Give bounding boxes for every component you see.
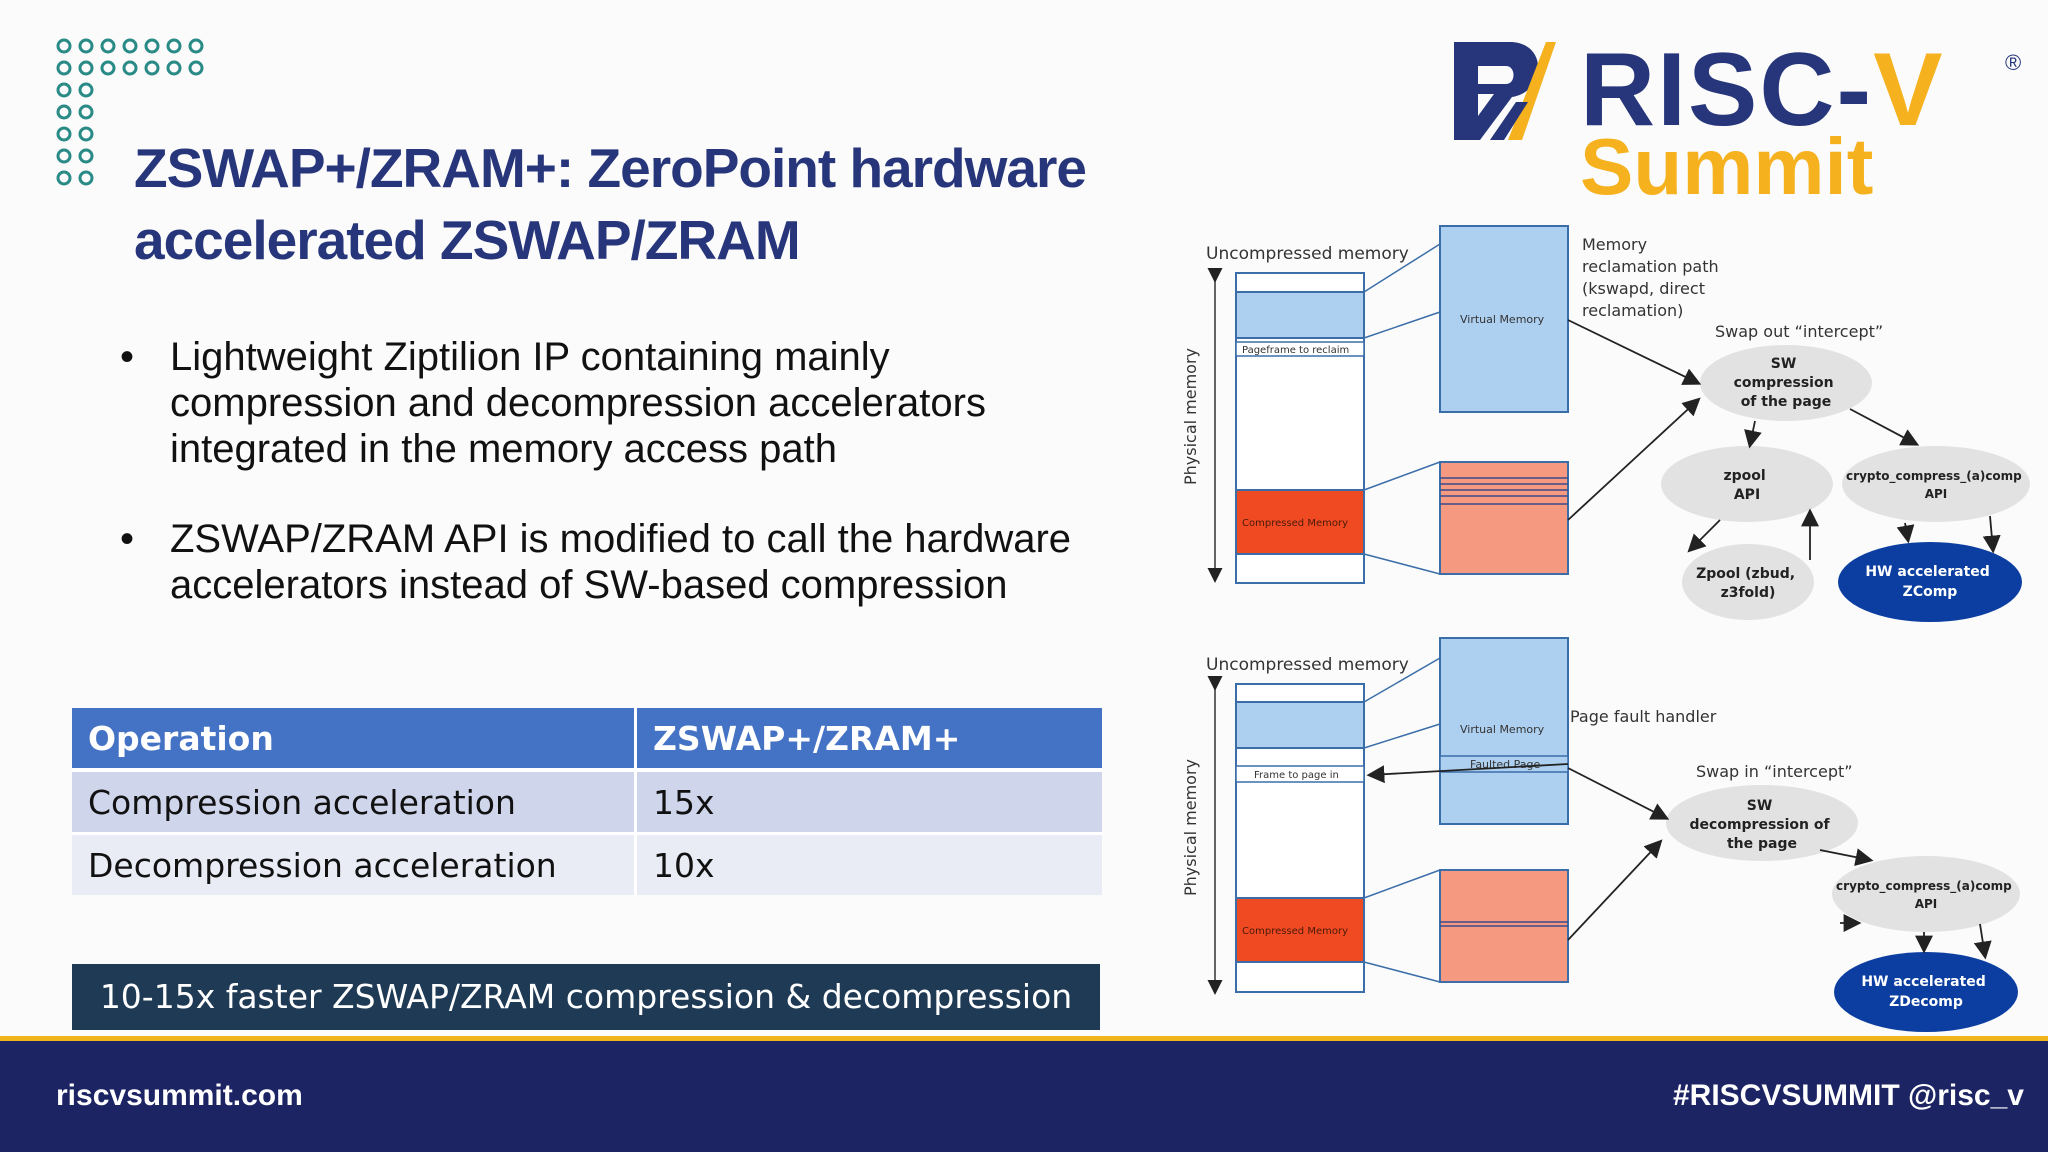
bottom-compressed-block (1235, 897, 1365, 963)
page-title: ZSWAP+/ZRAM+: ZeroPoint hardware acceler… (134, 132, 1114, 276)
top-connectors (1363, 243, 1441, 575)
top-hw-zcomp-node (1838, 542, 2022, 622)
top-virtual-memory (1439, 225, 1569, 413)
footer-bar: riscvsummit.com #RISCVSUMMIT @risc_v (0, 1036, 2048, 1152)
top-physical-label: Physical memory (1181, 348, 1200, 485)
top-crypto-api-text: crypto_compress_(a)comp API (1846, 469, 2026, 501)
bottom-compressed-label: Compressed Memory (1242, 926, 1348, 937)
top-zpool-api-node (1661, 446, 1833, 522)
top-page-block (1235, 291, 1365, 339)
bottom-compressed-lines (1440, 921, 1568, 927)
top-zpool-api-text: zpool API (1723, 468, 1770, 503)
bottom-crypto-api-text: crypto_compress_(a)comp API (1836, 879, 2016, 911)
bottom-fault-handler-label: Page fault handler (1570, 707, 1717, 726)
top-zpool-impl-node (1682, 544, 1814, 620)
dot-grid-logo (56, 38, 204, 186)
top-crypto-api-node (1842, 446, 2030, 522)
logo-v-text: V (1873, 32, 1945, 148)
top-compressed-label: Compressed Memory (1242, 518, 1348, 529)
logo-registered-mark: ® (2005, 50, 2022, 75)
bottom-page-block (1235, 701, 1365, 749)
bottom-virtual-label: Virtual Memory (1460, 723, 1545, 736)
top-uncompressed-label: Uncompressed memory (1206, 244, 1409, 264)
table-header-row: Operation ZSWAP+/ZRAM+ (72, 708, 1102, 772)
bottom-arrows (1366, 763, 1992, 960)
bullet-text: Lightweight Ziptilion IP containing main… (170, 335, 986, 471)
top-virtual-label: Virtual Memory (1460, 313, 1545, 326)
table-header-cell: Operation (72, 708, 637, 772)
top-sw-node-text: SW compression of the page (1734, 356, 1839, 410)
title-line-2: accelerated ZSWAP/ZRAM (134, 209, 801, 271)
top-reclaim-label: Memory reclamation path (kswapd, direct … (1582, 235, 1724, 320)
bottom-sw-node-text: SW decompression of the page (1690, 798, 1835, 852)
top-compressed-block (1235, 489, 1365, 555)
top-pageframe-block (1235, 341, 1365, 357)
top-hw-zcomp-text: HW accelerated ZComp (1865, 564, 1994, 600)
table-row: Decompression acceleration 10x (72, 835, 1102, 895)
bottom-hw-zdecomp-node (1834, 952, 2018, 1032)
table-cell: Decompression acceleration (72, 835, 637, 895)
table-header-cell: ZSWAP+/ZRAM+ (637, 708, 1102, 772)
table-cell: 15x (637, 772, 1102, 835)
table-row: Compression acceleration 15x (72, 772, 1102, 835)
bullet-glyph: • (120, 335, 135, 379)
top-pageframe-label: Pageframe to reclaim (1242, 345, 1349, 356)
bullet-item: • ZSWAP/ZRAM API is modified to call the … (120, 516, 1080, 608)
bottom-sw-node (1666, 785, 1858, 861)
riscv-summit-logo: RISC-V ® Summit (1450, 30, 2040, 211)
bullet-glyph: • (120, 517, 135, 561)
bottom-crypto-api-node (1832, 856, 2020, 932)
bottom-virtual-memory (1439, 637, 1569, 825)
footer-website: riscvsummit.com (56, 1079, 303, 1112)
bottom-physical-label: Physical memory (1181, 759, 1200, 896)
top-compressed-lines (1440, 477, 1568, 505)
title-line-1: ZSWAP+/ZRAM+: ZeroPoint hardware (134, 137, 1087, 199)
bullet-text: ZSWAP/ZRAM API is modified to call the h… (170, 517, 1072, 607)
bullet-item: • Lightweight Ziptilion IP containing mai… (120, 334, 1080, 472)
bottom-frame-block (1235, 765, 1365, 783)
bottom-uncompressed-label: Uncompressed memory (1206, 655, 1409, 675)
bottom-connectors (1363, 657, 1441, 983)
riscv-mark-icon (1454, 42, 1556, 140)
footer-social: #RISCVSUMMIT @risc_v (1672, 1079, 2024, 1112)
bottom-frame-label: Frame to page in (1254, 770, 1339, 781)
zswap-flow-diagram: Uncompressed memory Physical memory Page… (1181, 225, 2030, 1032)
logo-risc-text: RISC- (1580, 32, 1874, 148)
bottom-hw-zdecomp-text: HW accelerated ZDecomp (1861, 974, 1990, 1010)
logo-wordmark: RISC-V (1580, 30, 1944, 150)
top-arrows (1567, 319, 2001, 560)
top-intercept-label: Swap out “intercept” (1715, 322, 1883, 341)
table-cell: 10x (637, 835, 1102, 895)
summary-banner: 10-15x faster ZSWAP/ZRAM compression & d… (72, 964, 1100, 1030)
logo-summit-text: Summit (1580, 122, 1874, 211)
top-zpool-impl-text: Zpool (zbud, z3fold) (1696, 566, 1800, 601)
table-cell: Compression acceleration (72, 772, 637, 835)
bottom-intercept-label: Swap in “intercept” (1696, 762, 1853, 781)
top-sw-node (1700, 345, 1872, 421)
top-compressed-pool (1439, 461, 1569, 575)
bullet-list: • Lightweight Ziptilion IP containing mai… (120, 334, 1080, 652)
acceleration-table: Operation ZSWAP+/ZRAM+ Compression accel… (72, 708, 1102, 895)
